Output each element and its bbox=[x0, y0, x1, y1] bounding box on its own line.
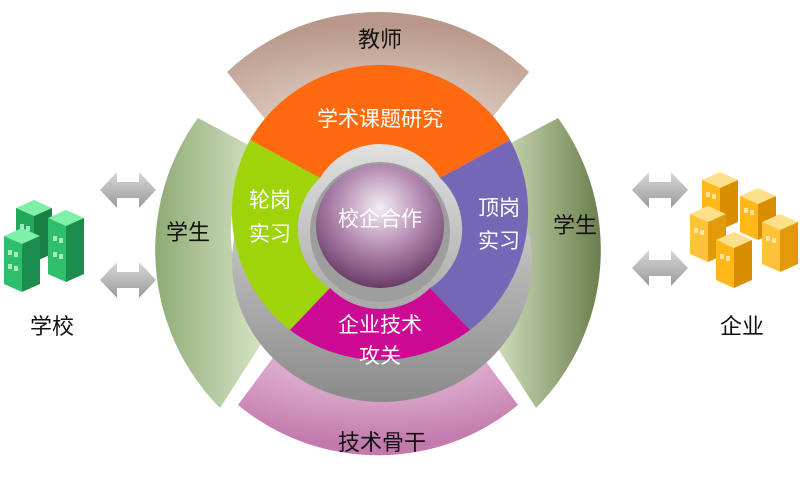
school-building-icon bbox=[4, 200, 84, 292]
segment-bottom-label-2: 攻关 bbox=[359, 344, 401, 368]
label-enterprise: 企业 bbox=[720, 315, 764, 340]
enterprise-building-icon bbox=[690, 172, 798, 288]
segment-left bbox=[231, 140, 330, 330]
label-student-left: 学生 bbox=[166, 221, 210, 246]
segment-right bbox=[430, 140, 529, 330]
segment-left-label-1: 轮岗 bbox=[249, 188, 291, 212]
segment-top bbox=[250, 64, 510, 178]
segment-left-label-2: 实习 bbox=[249, 222, 291, 246]
left-arrows bbox=[100, 172, 156, 298]
label-school: 学校 bbox=[30, 315, 74, 340]
segment-right-label-2: 实习 bbox=[478, 229, 520, 253]
label-teacher: 教师 bbox=[358, 28, 402, 53]
label-tech-backbone: 技术骨干 bbox=[338, 431, 426, 456]
center-hub bbox=[316, 164, 444, 288]
right-arrows bbox=[632, 172, 688, 286]
segment-bottom-label-1: 企业技术 bbox=[338, 313, 422, 337]
right-band bbox=[486, 118, 601, 408]
left-band bbox=[155, 118, 270, 408]
segment-right-label-1: 顶岗 bbox=[478, 196, 520, 220]
label-student-right: 学生 bbox=[553, 214, 597, 239]
segment-bottom bbox=[290, 288, 470, 360]
segment-top-label: 学术课题研究 bbox=[317, 107, 443, 131]
center-label: 校企合作 bbox=[338, 207, 422, 231]
